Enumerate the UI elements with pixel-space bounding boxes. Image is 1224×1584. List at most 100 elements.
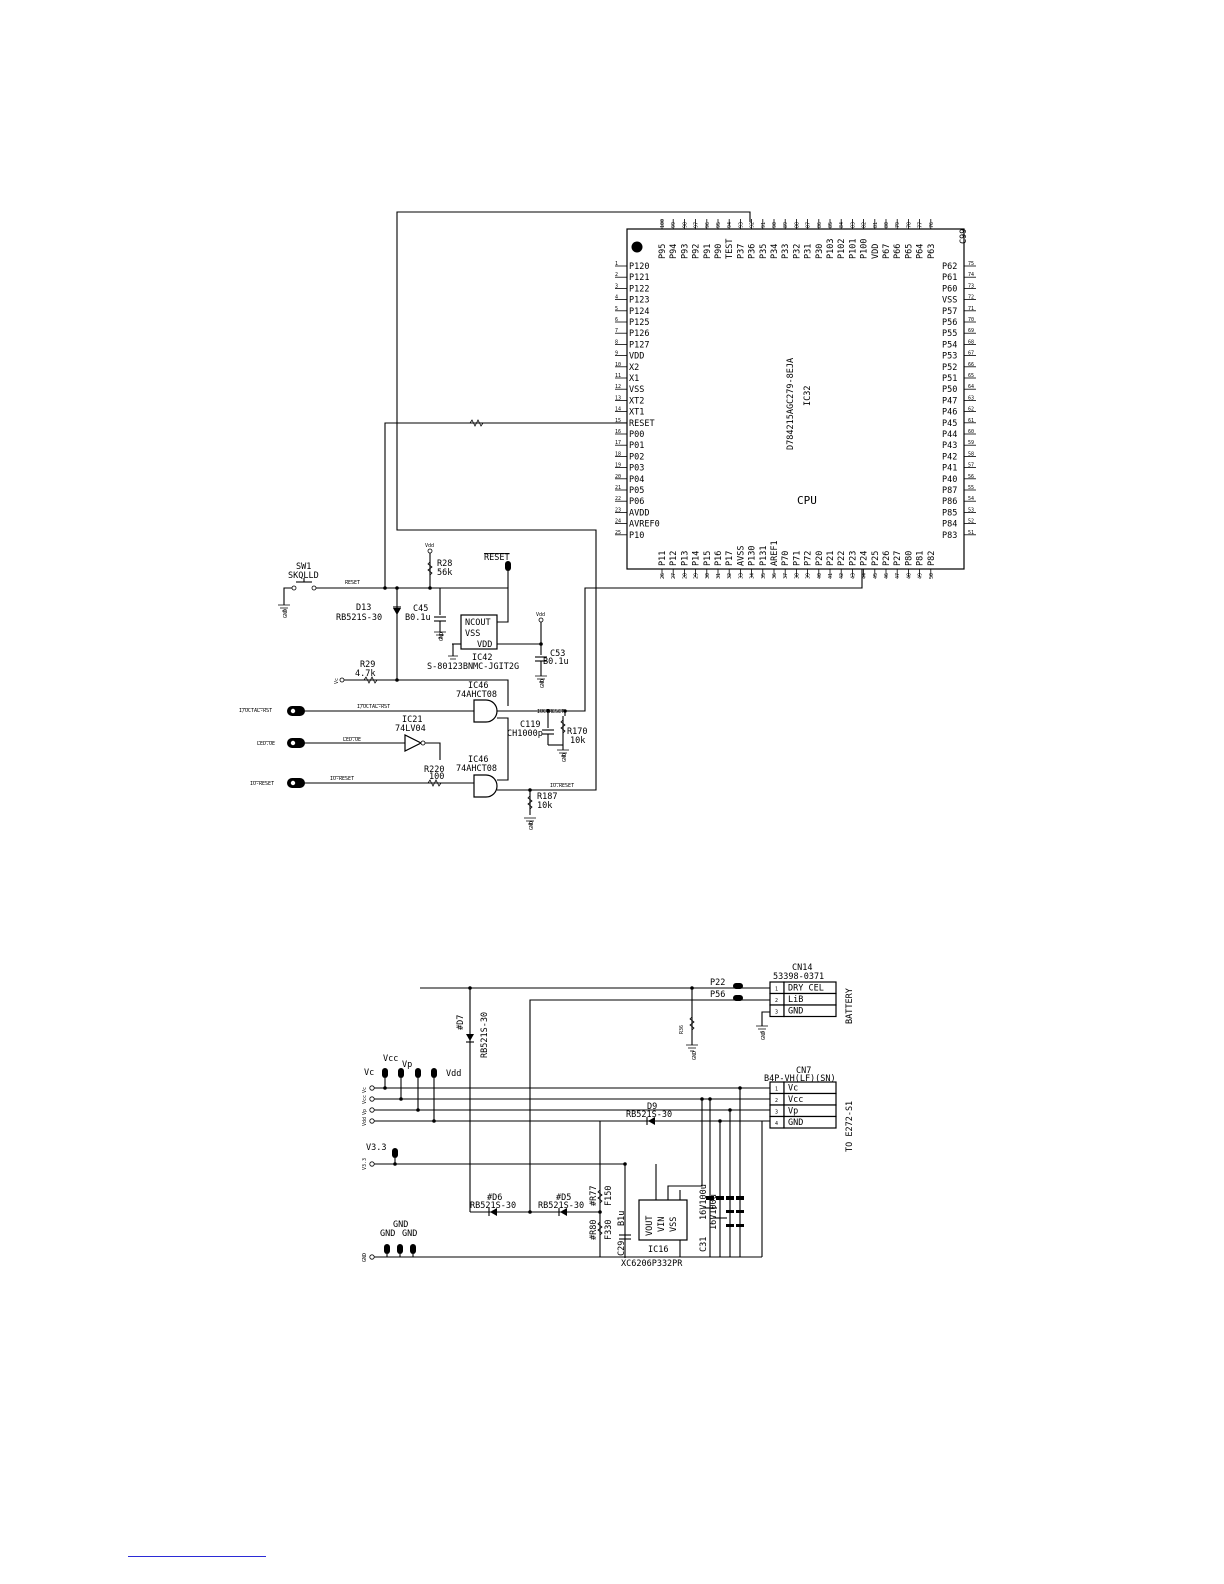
- cpu-top-pin-num: 87: [806, 222, 812, 228]
- cpu-top-pin-86: P30: [815, 244, 825, 259]
- cpu-right-pin-57: P41: [942, 464, 957, 474]
- gnd-label-b: GND: [402, 1229, 417, 1239]
- gnd-label-top: GND: [393, 1220, 408, 1230]
- rail-vcc: Vcc: [362, 1095, 368, 1104]
- cpu-top-pin-90: P34: [770, 244, 780, 259]
- cpu-top-pin-88: P32: [792, 244, 802, 259]
- cpu-left-pin-num: 10: [615, 362, 621, 368]
- cpu-right-pin-num: 75: [968, 261, 974, 267]
- cpu-top-pin-92: P36: [748, 244, 758, 259]
- cn14-box-pin-num: 1: [775, 987, 778, 993]
- cpu-right-pin-56: P40: [942, 475, 957, 485]
- cpu-right-pin-num: 70: [968, 317, 974, 323]
- cpu-right-pin-65: P51: [942, 374, 957, 384]
- d13-part: RB521S-30: [336, 613, 382, 623]
- cpu-top-pin-76: P63: [927, 244, 937, 259]
- cpu-left-pin-num: 6: [615, 317, 618, 323]
- cpu-top-pin-93: P37: [736, 244, 746, 259]
- vdd-label-1: Vdd: [425, 543, 434, 549]
- cn7-box-pin-1: Vc: [788, 1084, 798, 1094]
- cpu-bottom-pin-num: 28: [682, 573, 688, 579]
- cpu-left-pin-12: VSS: [629, 385, 644, 395]
- ic46-part-1: 74AHCT08: [456, 690, 497, 700]
- cpu-bottom-pin-40: P20: [815, 551, 825, 566]
- ic42-ref: IC42: [472, 653, 492, 663]
- cpu-bottom-pin-num: 45: [873, 573, 879, 579]
- input-connector-2: [287, 738, 305, 748]
- cpu-left-pin-5: P124: [629, 307, 649, 317]
- cpu-top-pin-num: 92: [750, 222, 756, 228]
- ic46-ref-1: IC46: [468, 681, 488, 691]
- cpu-left-pin-num: 8: [615, 339, 618, 345]
- cpu-bottom-pin-42: P22: [837, 551, 847, 566]
- cn7-box-pin-num: 2: [775, 1098, 778, 1104]
- to-e272-label: TO E272-S1: [845, 1101, 855, 1152]
- cpu-right-pin-73: P60: [942, 284, 957, 294]
- v33-label: V3.3: [366, 1143, 386, 1153]
- cpu-right-pin-num: 73: [968, 283, 974, 289]
- cpu-left-pin-num: 4: [615, 295, 618, 301]
- cpu-bottom-pin-num: 33: [738, 573, 744, 579]
- cpu-bottom-pin-num: 47: [895, 573, 901, 579]
- cpu-ref: IC32: [803, 386, 813, 406]
- cpu-bottom-pin-num: 50: [929, 573, 935, 579]
- ic42-pin-vss: VSS: [465, 629, 480, 639]
- input-connector-1: [287, 706, 305, 716]
- vc-label: Vc: [364, 1068, 374, 1078]
- cpu-left-pin-18: P02: [629, 452, 644, 462]
- cpu-right-pin-num: 57: [968, 463, 974, 469]
- cpu-top-pin-78: P65: [904, 244, 914, 259]
- c29-value: B1u: [617, 1211, 627, 1226]
- ic16-pin-vin: VIN: [657, 1217, 667, 1232]
- cpu-top-pin-83: P101: [848, 239, 858, 259]
- cpu-right-pin-61: P45: [942, 419, 957, 429]
- d9-ref: D9: [647, 1102, 657, 1112]
- cpu-left-pin-num: 21: [615, 485, 621, 491]
- cpu-bottom-pin-num: 44: [862, 573, 868, 579]
- cpu-top-pin-77: P64: [916, 244, 926, 259]
- cpu-top-pin-num: 93: [738, 222, 744, 228]
- cpu-right-pin-num: 60: [968, 429, 974, 435]
- cpu-right-pin-75: P62: [942, 262, 957, 272]
- cpu-bottom-pin-num: 46: [884, 573, 890, 579]
- r77-ref: #R77: [589, 1186, 599, 1206]
- cpu-top-pin-87: P31: [804, 244, 814, 259]
- cpu-left-pins: P1201P1212P1223P1234P1245P1256P1267P1278…: [615, 261, 660, 541]
- cpu-bottom-pin-num: 37: [783, 573, 789, 579]
- cpu-bottom-pin-50: P82: [927, 551, 937, 566]
- input-connector-3: [287, 778, 305, 788]
- cpu-top-pin-num: 98: [682, 222, 688, 228]
- cn14-box-pin-num: 2: [775, 998, 778, 1004]
- d5-ref: #D5: [556, 1193, 571, 1203]
- cpu-left-pin-num: 13: [615, 395, 621, 401]
- cpu-left-pin-num: 11: [615, 373, 621, 379]
- footer-rule-link[interactable]: [128, 1556, 266, 1557]
- cpu-top-pin-num: 80: [884, 222, 890, 228]
- gnd-r170: GND: [562, 753, 568, 762]
- ic46-part-2: 74AHCT08: [456, 764, 497, 774]
- cpu-bottom-pin-27: P12: [669, 551, 679, 566]
- cpu-left-pin-6: P125: [629, 318, 649, 328]
- cpu-bottom-pin-31: P16: [714, 551, 724, 566]
- cpu-top-pin-num: 97: [694, 222, 700, 228]
- cpu-left-pin-num: 12: [615, 384, 621, 390]
- cn7-box-pin-3: Vp: [788, 1107, 798, 1117]
- cpu-top-pin-81: VDD: [871, 244, 881, 259]
- ic16-pin-vss: VSS: [669, 1217, 679, 1232]
- c53-value: B0.1u: [543, 657, 569, 667]
- c119-ref: C119: [520, 720, 540, 730]
- ic16-ref: IC16: [648, 1245, 668, 1255]
- cn14-box-pin-2: LiB: [788, 995, 803, 1005]
- cpu-bottom-pin-num: 40: [817, 573, 823, 579]
- d7-ref: #D7: [456, 1015, 466, 1030]
- r220-ref: R220: [424, 765, 444, 775]
- d7-part: RB521S-30: [480, 1012, 490, 1058]
- cn7-box-pin-num: 3: [775, 1110, 778, 1116]
- cpu-right-pin-51: P83: [942, 531, 957, 541]
- cpu-bottom-pin-34: P130: [748, 546, 758, 566]
- cpu-bottom-pin-num: 31: [716, 573, 722, 579]
- cpu-top-pin-num: 85: [828, 222, 834, 228]
- cpu-bottom-pin-29: P14: [692, 551, 702, 566]
